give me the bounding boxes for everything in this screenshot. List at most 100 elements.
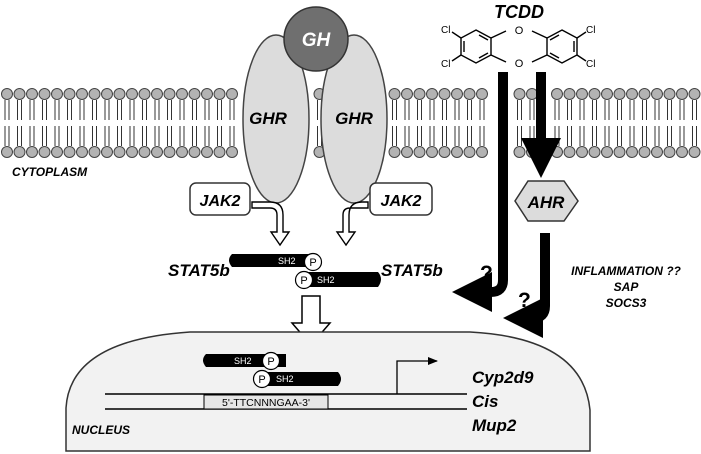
lipid-head xyxy=(601,146,613,158)
ahr-to-nucleus-arrow xyxy=(503,233,550,338)
stat5b-dimer-nucleus xyxy=(203,351,341,389)
cell-membrane xyxy=(1,88,701,158)
lipid-head xyxy=(51,146,63,158)
lipid-head xyxy=(163,146,176,158)
lipid-head xyxy=(563,146,576,158)
lipid-head xyxy=(151,88,163,100)
lipid-head xyxy=(76,146,88,158)
lipid-head xyxy=(438,88,451,100)
tcdd-molecule xyxy=(451,29,587,64)
lipid-head xyxy=(38,88,51,100)
jak2-right-box xyxy=(369,182,433,216)
stat5b-p-bottom: P xyxy=(300,275,307,287)
lipid-head xyxy=(426,88,438,100)
stat5b-sh2-bottom: SH2 xyxy=(317,275,335,285)
lipid-head xyxy=(388,88,401,100)
lipid-head xyxy=(588,88,601,100)
lipid-head xyxy=(126,88,138,100)
question-mark-1: ? xyxy=(480,262,493,285)
lipid-head xyxy=(13,146,26,158)
lipid-head xyxy=(476,88,488,100)
tcdd-cl-2: Cl xyxy=(441,59,450,70)
lipid-head xyxy=(176,88,188,100)
lipid-head xyxy=(63,146,76,158)
lipid-head xyxy=(138,88,151,100)
promoter-box xyxy=(203,394,329,410)
lipid-head xyxy=(26,146,38,158)
ghr-left-label: GHR xyxy=(249,109,288,128)
lipid-head xyxy=(88,88,101,100)
lipid-head xyxy=(576,88,588,100)
lipid-head xyxy=(1,146,13,158)
nucleus-p-top: P xyxy=(267,356,274,368)
lipid-head xyxy=(101,88,113,100)
lipid-head xyxy=(138,146,151,158)
tcdd-oxygen-bottom: O xyxy=(515,58,524,70)
gene-mup2: Mup2 xyxy=(472,416,517,435)
lipid-head xyxy=(451,88,463,100)
effect-inflammation: INFLAMMATION ?? xyxy=(571,264,681,278)
lipid-head xyxy=(226,146,238,158)
nucleus-p-bottom: P xyxy=(258,374,265,386)
stat5b-dimer-cytoplasm xyxy=(229,252,381,290)
lipid-head xyxy=(413,146,426,158)
jak2-left-arrow xyxy=(251,201,291,247)
lipid-head xyxy=(651,88,663,100)
lipid-head xyxy=(51,88,63,100)
lipid-head xyxy=(663,88,676,100)
lipid-head xyxy=(413,88,426,100)
lipid-head xyxy=(601,88,613,100)
lipid-head xyxy=(163,88,176,100)
lipid-head xyxy=(226,88,238,100)
lipid-head xyxy=(176,146,188,158)
tcdd-cl-4: Cl xyxy=(586,59,595,70)
effect-sap: SAP xyxy=(614,280,640,294)
lipid-head xyxy=(388,146,401,158)
lipid-head xyxy=(563,88,576,100)
lipid-head xyxy=(676,146,688,158)
lipid-head xyxy=(101,146,113,158)
ghr-right-label: GHR xyxy=(335,109,374,128)
gh-label: GH xyxy=(302,30,332,51)
lipid-head xyxy=(201,88,213,100)
lipid-head xyxy=(663,146,676,158)
lipid-head xyxy=(213,88,226,100)
stat5b-right-label: STAT5b xyxy=(381,261,443,280)
lipid-head xyxy=(451,146,463,158)
lipid-head xyxy=(88,146,101,158)
lipid-head xyxy=(626,88,638,100)
lipid-head xyxy=(576,146,588,158)
tcdd-label: TCDD xyxy=(494,2,544,22)
lipid-head xyxy=(188,88,201,100)
stat5b-sh2-top: SH2 xyxy=(278,256,296,266)
lipid-head xyxy=(551,88,563,100)
lipid-head xyxy=(638,88,651,100)
nucleus-sh2-top: SH2 xyxy=(234,356,252,366)
lipid-head xyxy=(63,88,76,100)
lipid-head xyxy=(688,88,701,100)
lipid-head xyxy=(438,146,451,158)
effect-socs3: SOCS3 xyxy=(606,296,647,310)
tcdd-to-nucleus-arrow xyxy=(452,72,508,312)
promoter-sequence: 5'-TTCNNNGAA-3' xyxy=(222,397,310,409)
lipid-head xyxy=(38,146,51,158)
lipid-head xyxy=(426,146,438,158)
nucleus-label: NUCLEUS xyxy=(72,423,130,437)
lipid-head xyxy=(676,88,688,100)
jak2-left-box xyxy=(189,182,251,216)
lipid-head xyxy=(638,146,651,158)
lipid-head xyxy=(613,146,626,158)
lipid-head xyxy=(551,146,563,158)
lipid-head xyxy=(113,146,126,158)
lipid-head xyxy=(526,146,538,158)
lipid-head xyxy=(401,146,413,158)
lipid-head xyxy=(126,146,138,158)
lipid-head xyxy=(513,88,526,100)
tcdd-cl-3: Cl xyxy=(586,25,595,36)
lipid-head xyxy=(463,88,476,100)
tcdd-oxygen-top: O xyxy=(515,25,524,37)
lipid-head xyxy=(188,146,201,158)
nucleus-sh2-bottom: SH2 xyxy=(276,374,294,384)
jak2-right-arrow xyxy=(335,201,369,247)
